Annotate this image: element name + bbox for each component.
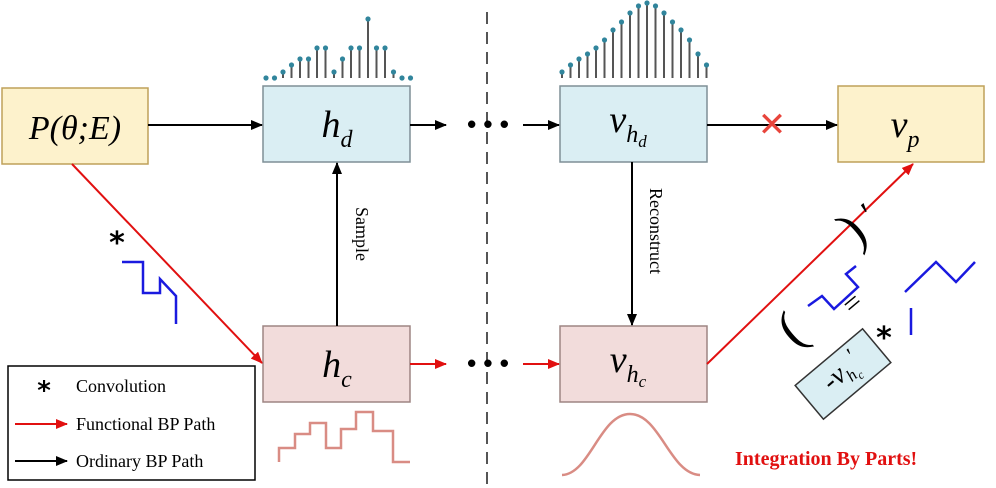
kernel-signal-left [122, 260, 178, 324]
h-c-node: hc [262, 325, 411, 403]
open-paren: ( [766, 302, 816, 357]
h-d-main: h [322, 104, 341, 146]
v-hd-stem-dot [559, 69, 565, 75]
v-p-node: vp [837, 85, 985, 163]
svg-text:vp: vp [891, 104, 920, 153]
v-hc-main: v [610, 339, 627, 381]
svg-text:hd: hd [322, 104, 354, 153]
kernel-signal-right [904, 260, 976, 293]
equals-sign: = [835, 285, 869, 321]
sample-label: Sample [352, 207, 372, 261]
legend: * Convolution Functional BP Path Ordinar… [7, 365, 256, 481]
v-p-sub: p [905, 127, 919, 153]
v-hd-stem-dot [593, 45, 599, 51]
h-d-stem-dot [297, 56, 303, 62]
v-hd-stem-dot [576, 56, 582, 62]
v-hd-stem-dot [618, 19, 625, 25]
v-p-main: v [891, 104, 908, 146]
h-d-stem-dot [280, 69, 286, 75]
v-hd-stem-dot [644, 0, 650, 6]
h-d-stem-dot [339, 56, 346, 62]
v-hd-stem-dot [635, 3, 642, 9]
v-hd-stem-dot [695, 51, 701, 57]
v-hd-stem-dot [601, 37, 608, 43]
h-d-stem-dot [314, 45, 320, 51]
v-hd-main: v [609, 99, 626, 141]
source-label: P(θ;E) [28, 110, 121, 147]
ellipsis-bottom: • • • [467, 348, 509, 378]
neg-v-hc-prime-box: -vhc′ [794, 327, 892, 421]
h-d-stem-dot [331, 69, 337, 75]
h-d-stem-dot [305, 56, 312, 62]
h-d-stem-dot [390, 69, 397, 75]
convolution-star-right: * [876, 321, 892, 356]
v-hd-stem-dot [610, 27, 616, 33]
v-hd-stem-dot [703, 62, 710, 68]
v-hd-stem-dot [584, 51, 591, 57]
h-d-stem-dot [407, 75, 414, 81]
stem-plot-h-d [263, 16, 414, 81]
step-signal-h-c [277, 410, 410, 464]
h-d-node: hd [262, 85, 411, 163]
legend-convolution-symbol: * [37, 376, 51, 406]
v-hc-subsub: c [639, 372, 647, 391]
v-hd-stem-dot [661, 10, 667, 16]
v-hd-stem-dot [686, 37, 693, 43]
v-hd-stem-dot [652, 3, 659, 9]
svg-text:vhd: vhd [609, 99, 647, 151]
integration-by-parts-group: ( ) ′ = * -vhc′ Integration By Parts! [735, 195, 976, 470]
reconstruct-label: Reconstruct [646, 188, 666, 274]
convolution-star-left: * [109, 226, 125, 261]
blocked-cross-icon: ✕ [758, 105, 787, 145]
source-node: P(θ;E) [1, 87, 149, 165]
h-d-sub: d [341, 127, 354, 153]
h-d-stem-dot [322, 45, 329, 51]
v-hd-subsub: d [638, 132, 647, 151]
h-d-stem-dot [399, 75, 405, 81]
arrow-vhc-to-vp-functional [706, 163, 914, 365]
ellipsis-top: • • • [467, 109, 509, 139]
legend-convolution-label: Convolution [76, 376, 166, 396]
h-d-stem-dot [356, 45, 363, 51]
bell-signal-v-hc [561, 412, 701, 477]
arrow-source-to-hc-functional [71, 163, 263, 364]
h-d-stem-dot [348, 45, 354, 51]
v-hd-stem-dot [567, 62, 574, 68]
svg-text:vhc: vhc [610, 339, 647, 391]
legend-functional-label: Functional BP Path [76, 414, 215, 434]
svg-text:hc: hc [322, 344, 352, 393]
v-hd-stem-dot [678, 27, 684, 33]
h-d-stem-dot [373, 45, 380, 51]
h-d-stem-dot [382, 45, 388, 51]
h-c-sub: c [341, 367, 352, 393]
legend-ordinary-label: Ordinary BP Path [76, 451, 203, 471]
kernel-signal-rotated [807, 265, 860, 311]
v-hd-stem-dot [627, 10, 633, 16]
h-c-main: h [322, 344, 341, 386]
h-d-stem-dot [288, 62, 295, 68]
v-hd-stem-dot [669, 19, 676, 25]
h-d-stem-dot [263, 75, 269, 81]
v-hd-sub: h [626, 122, 638, 148]
stem-plot-v-hd [559, 0, 710, 78]
integration-by-parts-text: Integration By Parts! [735, 448, 917, 470]
v-hd-node: vhd [559, 85, 708, 163]
h-d-stem-dot [365, 16, 371, 22]
v-hc-node: vhc [559, 325, 708, 403]
h-d-stem-dot [271, 75, 278, 81]
v-hc-sub: h [627, 362, 639, 388]
